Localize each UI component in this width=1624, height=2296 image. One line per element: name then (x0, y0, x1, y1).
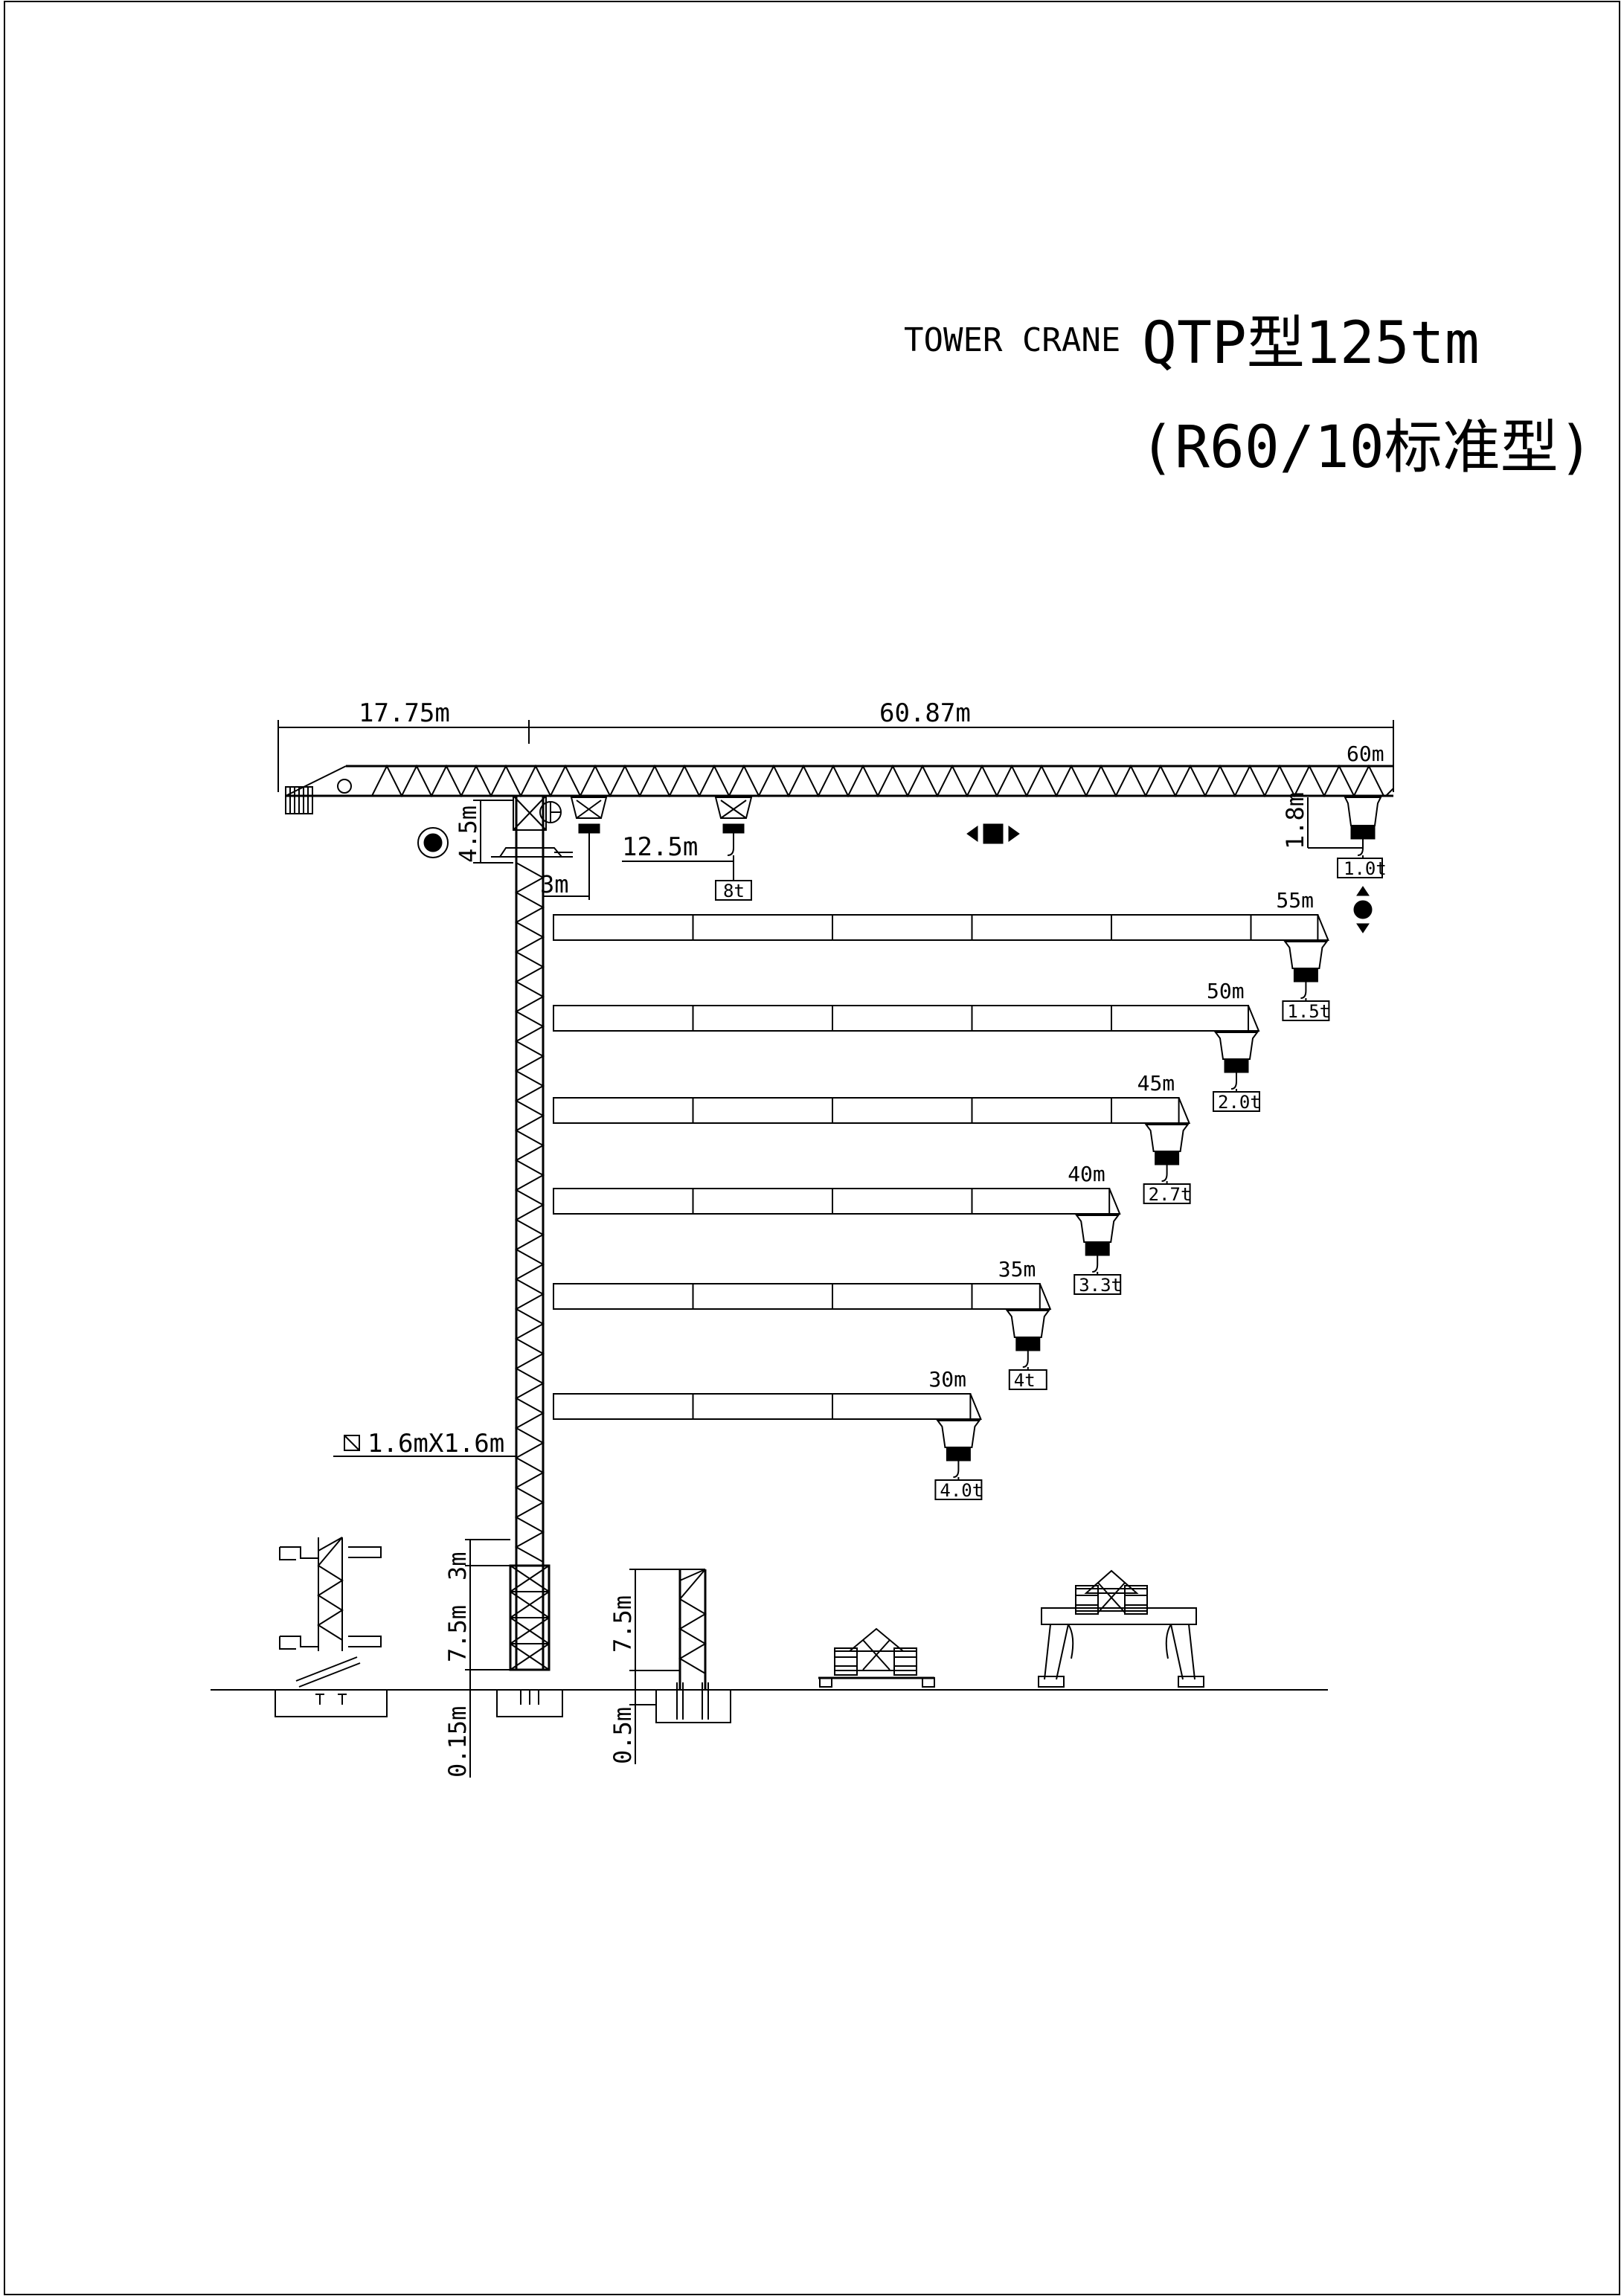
config-load-box (1073, 1274, 1122, 1295)
config-jib-tip (1178, 1097, 1191, 1124)
config-radius-label: 35m (998, 1257, 1036, 1282)
config-jib-body (553, 914, 1319, 941)
portal-gantry-detail (1038, 1569, 1204, 1688)
jib-configurations: 55m 1.5t 50m 2.0t 45m 2.7t 40m 3.3t 35m 4t 30m 4.0t (553, 888, 1330, 1501)
trolley-near (570, 797, 608, 900)
config-jib-tip (1248, 1005, 1260, 1032)
config-hook-block (1015, 1337, 1041, 1351)
config-radius-label: 55m (1276, 888, 1314, 913)
config-hook-block (1085, 1241, 1110, 1256)
climbing-frame-detail (275, 1537, 388, 1717)
jib-config-35: 35m 4t (553, 1257, 1052, 1391)
title-label: TOWER CRANE (904, 321, 1120, 359)
config-jib-tip (969, 1393, 982, 1420)
config-hook (1161, 1165, 1168, 1182)
config-hook-block (1155, 1151, 1180, 1165)
config-radius-label: 30m (928, 1367, 966, 1392)
dim-foundation-depth-alt: 0.5m (609, 1707, 637, 1764)
jib-config-30: 30m 4.0t (553, 1367, 983, 1501)
dim-hook-offset-group: 3m (540, 870, 589, 898)
config-radius-label: 40m (1068, 1162, 1105, 1186)
tip-load: 1.0t (1344, 858, 1387, 879)
mast-lattice-bracing (514, 862, 545, 1563)
jib-lattice-bracing (371, 764, 1384, 798)
title-model: QTP型125tm (1142, 310, 1480, 377)
config-hook-block (1224, 1058, 1249, 1073)
tower-mast (491, 795, 573, 1717)
dim-climb-section: 3m (443, 1551, 472, 1580)
jib-config-40: 40m 3.3t (553, 1162, 1122, 1296)
config-load-label: 1.5t (1287, 1001, 1330, 1022)
dim-base-section: 7.5m (443, 1605, 472, 1662)
max-load: 8t (723, 881, 745, 901)
config-jib-tip (1039, 1283, 1052, 1310)
mast-base-dims: 3m 7.5m 0.15m (443, 1539, 510, 1778)
config-hook (1022, 1351, 1029, 1368)
config-radius-label: 50m (1207, 979, 1245, 1003)
config-jib-body (553, 1188, 1111, 1215)
dim-mast-section: 1.6mX1.6m (368, 1429, 504, 1459)
dim-min-radius: 12.5m (622, 832, 698, 862)
cab-height-dim: 4.5m (454, 800, 513, 864)
config-load-box (1282, 1000, 1330, 1021)
config-hook (1300, 982, 1307, 999)
jib-config-45: 45m 2.7t (553, 1071, 1191, 1205)
config-jib-body (553, 1283, 1041, 1310)
config-load-label: 2.7t (1149, 1184, 1192, 1205)
jib-config-50: 50m 2.0t (553, 979, 1261, 1113)
dim-cab-height: 4.5m (454, 805, 482, 863)
config-jib-body (553, 1393, 972, 1420)
config-load-box (1213, 1091, 1260, 1112)
embedded-base-detail: 7.5m 0.5m (609, 1569, 731, 1764)
config-jib-tip (1108, 1188, 1121, 1215)
config-radius-label: 45m (1137, 1071, 1175, 1096)
top-dimension: 17.75m 60.87m (277, 698, 1394, 792)
config-trolley (1214, 1032, 1259, 1060)
config-load-box (1143, 1183, 1191, 1204)
dim-counter-jib: 17.75m (359, 698, 450, 728)
config-hook-block (1293, 968, 1318, 983)
trolley-max-load: 8t (622, 797, 753, 901)
hoist-icon (1353, 886, 1373, 933)
counterweight (285, 786, 313, 814)
dim-jib-total: 60.87m (879, 698, 971, 728)
config-hook (1092, 1255, 1099, 1273)
sheet-border (4, 1, 1620, 2295)
trolley-travel-icon (966, 823, 1020, 844)
jib-config-55: 55m 1.5t (553, 888, 1330, 1022)
travel-chassis-detail (818, 1627, 935, 1688)
dim-foundation-depth: 0.15m (443, 1706, 472, 1778)
dim-hook-offset: 3m (540, 870, 569, 898)
dim-tip-hook-height: 1.8m (1281, 792, 1309, 849)
config-trolley (1005, 1310, 1050, 1338)
config-load-label: 4.0t (940, 1480, 983, 1501)
config-hook (1230, 1073, 1237, 1090)
config-load-box (934, 1479, 983, 1500)
trolley-tip: 1.0t (1337, 797, 1387, 879)
config-jib-body (553, 1097, 1180, 1124)
config-hook-block (946, 1447, 971, 1461)
config-load-label: 2.0t (1218, 1092, 1261, 1113)
config-load-box (1008, 1369, 1047, 1390)
dim-base-section-alt: 7.5m (609, 1595, 637, 1653)
config-trolley (1283, 941, 1329, 969)
dim-tip-radius: 60m (1347, 742, 1384, 766)
config-jib-body (553, 1005, 1249, 1032)
config-trolley (1075, 1215, 1120, 1243)
config-load-label: 4t (1014, 1370, 1036, 1391)
config-hook (953, 1461, 960, 1478)
mast-section-label: 1.6mX1.6m (333, 1429, 516, 1459)
config-trolley (936, 1420, 981, 1448)
slew-icon (417, 827, 449, 858)
config-trolley (1144, 1124, 1190, 1152)
config-jib-tip (1317, 914, 1329, 941)
jib (285, 764, 1394, 814)
config-load-label: 3.3t (1079, 1275, 1122, 1296)
tip-hook-height-dim: 1.8m (1281, 792, 1363, 849)
title-variant: (R60/10标准型) (1140, 414, 1593, 481)
